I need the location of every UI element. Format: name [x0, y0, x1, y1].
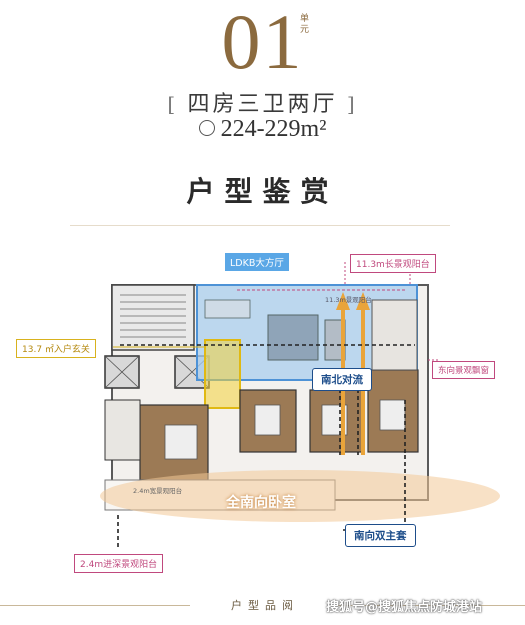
watermark-text: 搜狐号@搜狐焦点防城港站 — [326, 600, 483, 615]
footer-bar: 户型品阅 — [0, 594, 525, 616]
area-value: 224-229m² — [220, 116, 327, 142]
arrow-head-1 — [336, 292, 350, 310]
balcony-inner-bottom-text: 2.4m宽景观阳台 — [133, 487, 183, 495]
unit-tag: 单元 — [300, 14, 310, 35]
stair-core — [111, 284, 195, 351]
deep-balcony-label: 2.4m进深景观阳台 — [74, 554, 164, 573]
east-balcony — [371, 299, 418, 371]
south-bedrooms-label: 全南向卧室 — [226, 495, 296, 511]
right-bracket-icon: ] — [337, 92, 358, 116]
balcony-long-label: 11.3m长景观阳台 — [350, 254, 436, 273]
ldkb-label: LDKB大方厅 — [225, 253, 289, 271]
area-icon — [198, 120, 215, 137]
bed-master — [164, 424, 198, 460]
bathroom-left — [104, 399, 141, 461]
watermark: 搜狐号@搜狐焦点防城港站 — [326, 596, 482, 615]
kitchen-counter — [204, 299, 251, 319]
left-bracket-icon: [ — [167, 92, 188, 116]
stair-lines — [120, 294, 186, 338]
unit-number: 01 — [221, 0, 304, 85]
pink-leaders — [344, 262, 440, 361]
east-window-label: 东向景观飘窗 — [432, 361, 496, 379]
layout-name: 四房三卫两厅 — [187, 92, 338, 117]
footer-caption: 户型品阅 — [231, 599, 299, 612]
entrance-label: 13.7 ㎡入户玄关 — [16, 339, 96, 358]
footer-line-right — [335, 605, 525, 606]
dining-table — [267, 314, 319, 361]
south-glow — [100, 470, 500, 522]
divider — [70, 225, 450, 226]
footer-line-left — [0, 605, 190, 606]
balcony-inner-text: 11.3m景观阳台 — [325, 296, 372, 304]
area-row: 224-229m² — [0, 116, 525, 143]
arrow-head-2 — [356, 292, 370, 310]
bed-1 — [254, 404, 281, 436]
bed-3 — [379, 399, 406, 431]
north-south-label: 南北对流 — [312, 368, 372, 391]
entrance-highlight — [204, 339, 241, 409]
section-title: 户型鉴赏 — [186, 175, 339, 208]
south-suites-label: 南向双主套 — [345, 524, 416, 547]
layout-name-row: [ 四房三卫两厅 ] — [0, 86, 525, 118]
